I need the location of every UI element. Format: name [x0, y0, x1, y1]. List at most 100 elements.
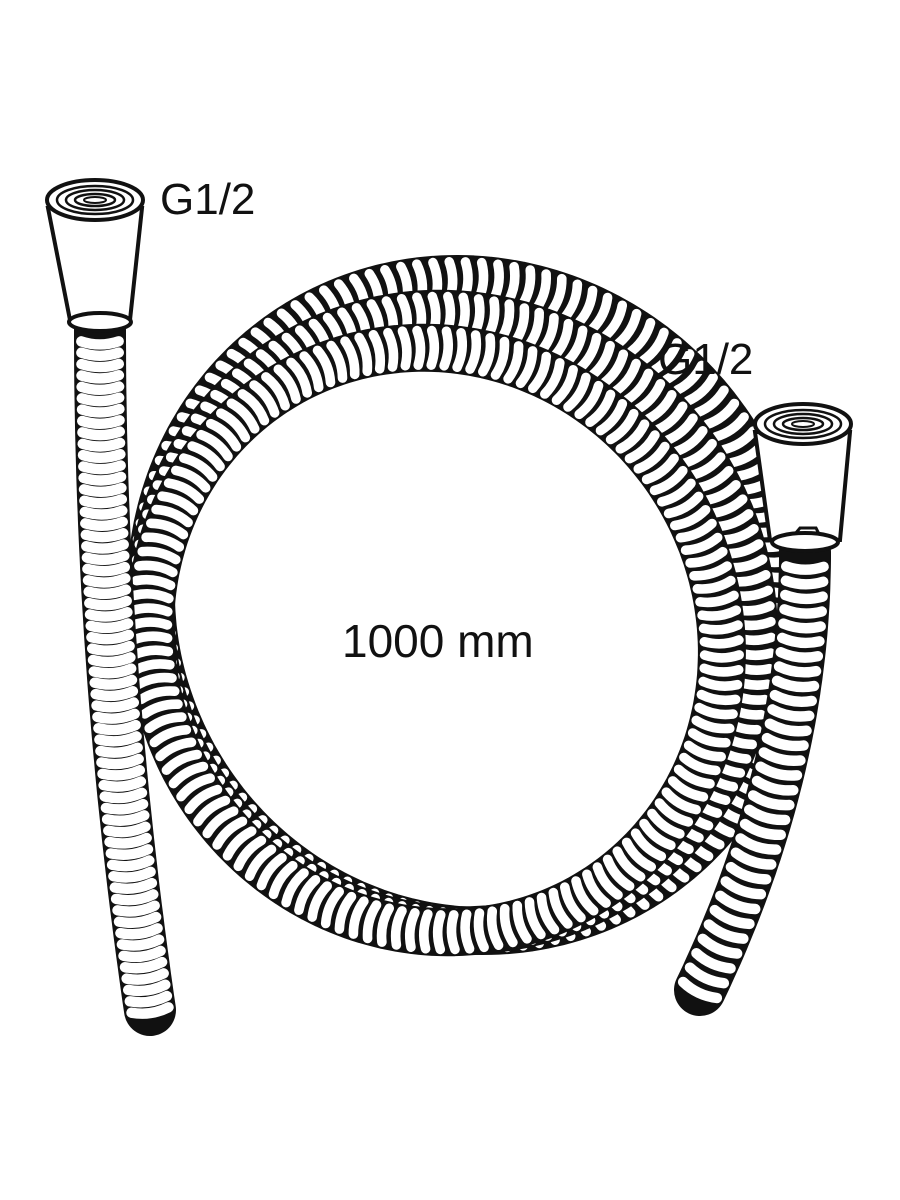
hose-rib: [76, 392, 125, 407]
hose-rib: [362, 900, 382, 944]
hose-rib: [126, 1002, 174, 1019]
hose-rib: [87, 640, 135, 656]
hose-rib: [661, 349, 695, 385]
hose-rib: [769, 689, 817, 707]
hose-rib: [446, 910, 460, 955]
hose-rib: [134, 560, 178, 578]
hose-rib: [320, 886, 344, 929]
hose-length-label: 1000 mm: [342, 615, 534, 667]
hose-rib: [621, 837, 656, 872]
hose-rib: [686, 452, 726, 481]
hose-rib: [489, 259, 504, 304]
hose-coil-3-ribs: [128, 325, 744, 955]
hose-rib: [587, 292, 613, 334]
hose-rib: [692, 385, 729, 418]
hose-rib: [92, 708, 140, 724]
hose-rib: [76, 370, 125, 384]
hose-tails: [74, 304, 831, 1036]
hose-rib: [720, 876, 767, 900]
hose-rib: [76, 336, 124, 350]
hose-rib: [469, 294, 485, 339]
hose-rib: [101, 810, 150, 826]
hose-rib: [100, 798, 149, 815]
hose-rib: [673, 764, 715, 789]
hose-rib: [397, 326, 412, 371]
hose-rib: [119, 956, 168, 974]
hose-rib: [136, 686, 180, 705]
hose-rib: [121, 968, 169, 985]
hose-rib: [97, 765, 145, 781]
hose-rib: [661, 787, 701, 815]
hose-rib: [312, 345, 336, 388]
hose-rib: [249, 380, 280, 418]
hose-rib: [460, 909, 475, 954]
hose-rib: [767, 704, 815, 722]
hose-rib: [677, 976, 723, 1004]
hose-rib: [696, 689, 741, 706]
hose-rib: [532, 269, 552, 313]
hose-rib: [613, 308, 642, 349]
hose-rib: [77, 415, 125, 429]
hose-rib: [649, 465, 688, 496]
hose-rib: [639, 818, 676, 851]
hose-rib: [693, 466, 734, 493]
hose-rib: [340, 336, 360, 380]
hose-rib: [78, 460, 126, 475]
hose-rib: [368, 330, 386, 374]
hose-rib: [256, 853, 287, 891]
hose-rib: [161, 749, 202, 775]
hose-rib: [710, 412, 749, 442]
hose-rib: [90, 686, 139, 702]
hose-rib: [76, 347, 124, 361]
hose-rib: [91, 697, 139, 713]
hose-rib: [512, 900, 532, 944]
hose-rib: [667, 776, 709, 802]
hose-rib: [113, 911, 162, 929]
hose-rib: [490, 336, 510, 380]
hose-rib: [108, 866, 156, 883]
hose-rib: [758, 747, 806, 766]
hose-rib: [730, 847, 777, 870]
hose-rib: [85, 618, 134, 634]
right-fitting-nut-icon: [752, 402, 853, 553]
hose-rib: [124, 990, 173, 1008]
hose-rib: [610, 358, 641, 397]
hose-rib: [216, 408, 251, 443]
hose-rib: [661, 413, 698, 446]
hose-rib: [670, 426, 708, 457]
hose-rib: [779, 604, 827, 619]
hose-rib: [641, 453, 679, 485]
hose-rib: [632, 379, 666, 415]
hose-rib: [439, 326, 454, 371]
hose-rib: [685, 546, 728, 568]
hose-rib: [560, 279, 583, 322]
hose-rib: [131, 574, 176, 591]
hose-rib: [432, 910, 446, 955]
hose-rib: [82, 561, 130, 577]
hose-rib: [80, 516, 128, 531]
hose-rib: [725, 861, 772, 885]
hose-rib: [560, 882, 586, 923]
hose-rib: [96, 753, 144, 770]
hose-rib: [82, 573, 131, 588]
hose-rib: [684, 962, 730, 989]
hose-rib: [77, 437, 126, 452]
hose-rib: [86, 629, 134, 645]
hose-rib: [268, 860, 298, 900]
hose-rib: [286, 357, 312, 398]
hose-rib: [77, 426, 125, 441]
hose-rib: [140, 699, 183, 719]
hose-rib: [133, 672, 177, 690]
hose-rib: [551, 365, 578, 405]
hose-rib: [748, 790, 795, 811]
hose-rib: [307, 881, 332, 922]
hose-rib: [699, 663, 744, 677]
hose-rib: [99, 787, 148, 804]
hose-rib: [751, 775, 799, 796]
hose-rib: [244, 844, 277, 881]
hose-rib: [130, 659, 175, 675]
hose-rib: [418, 909, 433, 954]
hose-rib: [98, 776, 147, 792]
hose-rib: [775, 647, 824, 663]
